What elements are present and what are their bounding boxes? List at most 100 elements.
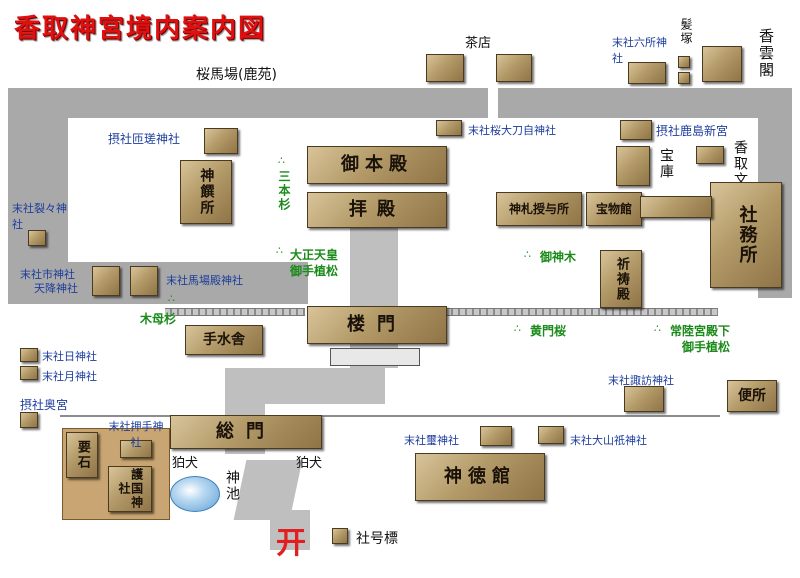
shop-bldg-2[interactable]	[496, 54, 532, 82]
suwa-label: 末社諏訪神社	[608, 374, 674, 387]
kaname-ishi[interactable]: 要石	[66, 432, 98, 478]
homotsuko[interactable]	[616, 146, 650, 186]
sakura-otachi-label: 末社桜大刀自神社	[468, 124, 556, 137]
romon-label: 楼門	[347, 313, 407, 335]
umaba-label: 末社馬場殿神社	[166, 274, 243, 287]
sanbonsugi-label: 三本杉	[277, 170, 291, 212]
ichigami-shrine[interactable]	[92, 266, 120, 296]
tree-icon: ∴	[168, 292, 175, 305]
taisho-label-2: 御手植松	[290, 264, 339, 278]
top-road-label: 桜馬場(鹿苑)	[196, 67, 277, 83]
umaba-shrine[interactable]	[130, 266, 158, 296]
komainu-right: 狛犬	[296, 456, 323, 471]
shagohyo-marker[interactable]	[332, 528, 348, 544]
kouunkaku-label: 香雲閣	[757, 28, 775, 79]
shinsensho-annex[interactable]	[204, 128, 238, 154]
connector	[640, 196, 712, 218]
tree-icon: ∴	[276, 244, 283, 257]
hi-shrine[interactable]	[20, 348, 38, 362]
haiden[interactable]: 拝殿	[307, 192, 447, 228]
tree-icon: ∴	[514, 322, 521, 335]
ofuda-office[interactable]: 神札授与所	[496, 192, 582, 226]
shinsensho-label: 神饌所	[198, 168, 215, 216]
komainu-left: 狛犬	[172, 456, 199, 471]
kiboshi-label: 木母杉	[140, 312, 177, 326]
oshite-label: 末社押手神社	[108, 420, 164, 449]
map-title: 香取神宮境内案内図	[14, 14, 267, 44]
suwa-shrine[interactable]	[624, 386, 664, 412]
kanagoro-label: 末社璽神社	[404, 434, 459, 447]
approach-path-2	[225, 368, 385, 404]
temizusha[interactable]: 手水舎	[185, 325, 263, 355]
homotsukan[interactable]: 宝物館	[586, 192, 642, 226]
amakudari-label: 天降神社	[34, 282, 78, 295]
wall-line	[60, 415, 720, 417]
goshinboku-label: 御神木	[540, 250, 577, 264]
tree-icon: ∴	[524, 248, 531, 261]
kamizuka-label: 髪塚	[679, 18, 693, 46]
kukuri-shrine[interactable]	[28, 230, 46, 246]
ichigami-label: 末社市神社	[20, 268, 75, 281]
homotsuko-label: 宝庫	[658, 148, 674, 180]
shamusho[interactable]: 社務所	[710, 182, 782, 288]
kukuri-label: 末社裂々神社	[12, 202, 67, 231]
okumiya-shrine[interactable]	[20, 412, 38, 428]
fence-right	[418, 308, 718, 316]
top-road-right	[498, 88, 792, 118]
shinchi-label: 神池	[224, 470, 240, 502]
oshite-shrine[interactable]	[120, 440, 152, 458]
gokoku-label: 護国神社	[117, 468, 144, 510]
homotsukan-label: 宝物館	[595, 201, 632, 216]
somon-label: 総門	[216, 420, 276, 442]
oyamatsumi-label: 末社大山祇神社	[570, 434, 647, 447]
inner-road	[8, 262, 308, 304]
tree-icon: ∴	[278, 154, 285, 167]
tsuki-shrine[interactable]	[20, 366, 38, 380]
shop-bldg[interactable]	[426, 54, 464, 82]
taisho-label: 大正天皇	[290, 248, 339, 262]
shintokukan-label: 神徳館	[444, 465, 516, 487]
honden-label: 御本殿	[341, 153, 413, 175]
rokusho-shrine[interactable]	[628, 62, 666, 84]
honden[interactable]: 御本殿	[307, 146, 447, 184]
top-road	[8, 88, 488, 118]
johitachi-label-2: 御手植松	[682, 340, 731, 354]
kamizuka-bldg[interactable]	[678, 56, 690, 68]
shop-label: 茶店	[465, 36, 492, 51]
johitachi-label: 常陸宮殿下	[670, 324, 731, 338]
komonzakura-label: 黄門桜	[530, 324, 567, 338]
wall-romon	[330, 348, 420, 366]
ofuda-label: 神札授与所	[508, 201, 569, 216]
oyamatsumi-shrine[interactable]	[538, 426, 564, 444]
haiden-label: 拝殿	[349, 198, 405, 220]
temizusha-label: 手水舎	[203, 331, 245, 348]
kouunkaku-bldg[interactable]	[702, 46, 742, 82]
shinsensho[interactable]: 神饌所	[180, 160, 232, 224]
rokusho-label: 末社六所神社	[612, 36, 667, 65]
sakura-otachi[interactable]	[436, 120, 462, 136]
benjo[interactable]: 便所	[727, 380, 777, 412]
gokoku-jinja[interactable]: 護国神社	[108, 466, 152, 512]
kitoden[interactable]: 祈祷殿	[600, 250, 642, 308]
kamizuka-bldg-2[interactable]	[678, 72, 690, 84]
kaname-label: 要石	[74, 440, 90, 470]
pond-path-2	[270, 510, 310, 550]
kanagoro-shrine[interactable]	[480, 426, 512, 446]
bunko[interactable]	[696, 146, 724, 164]
okumiya-label: 摂社奥宮	[20, 398, 69, 412]
hiryu-label: 摂社匝瑳神社	[108, 132, 181, 146]
shamusho-label: 社務所	[736, 205, 758, 265]
hi-label: 末社日神社	[42, 350, 97, 363]
tree-icon: ∴	[654, 322, 661, 335]
kashima-shingu[interactable]	[620, 120, 652, 140]
tsuki-label: 末社月神社	[42, 370, 97, 383]
shintokukan[interactable]: 神徳館	[415, 453, 545, 501]
shagohyo-label: 社号標	[356, 531, 398, 547]
kashima-label: 摂社鹿島新宮	[656, 124, 729, 138]
shinchi-pond	[170, 476, 220, 512]
romon[interactable]: 楼門	[307, 306, 447, 344]
fence-left	[165, 308, 305, 316]
benjo-label: 便所	[738, 387, 766, 404]
somon[interactable]: 総門	[170, 415, 322, 449]
